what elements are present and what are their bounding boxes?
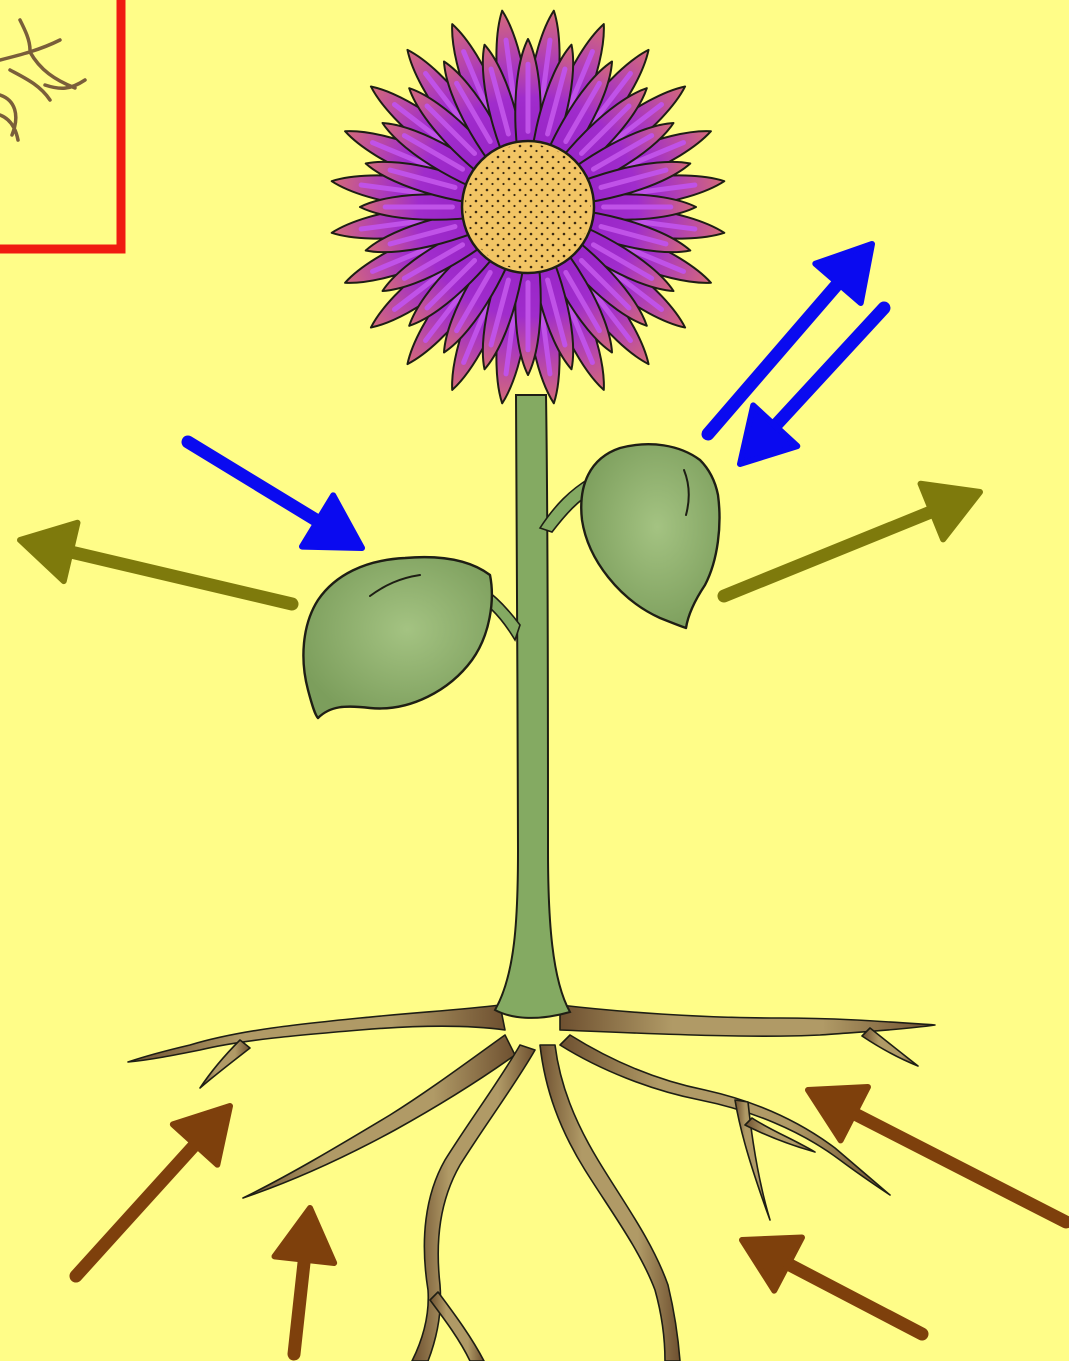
flower-seeds: [465, 144, 591, 270]
